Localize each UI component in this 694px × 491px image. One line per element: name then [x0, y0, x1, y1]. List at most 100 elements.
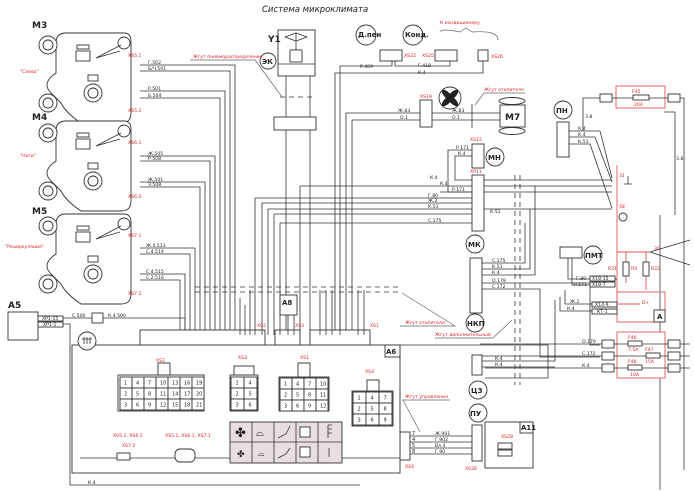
pin-number: 6: [249, 403, 252, 409]
cz-label: ЦЗ: [471, 387, 482, 395]
terminal-30: 30: [654, 246, 660, 252]
legend-xs52-xs62: XS5.2, XS6.2: [113, 433, 143, 439]
nkp-group: С.175 К.51 К.4 О.179 С.172 НКП Жгут отоп…: [400, 186, 600, 358]
pin-number: 13: [172, 381, 178, 387]
a5-label: A5: [8, 301, 21, 311]
pin-number: 11: [320, 393, 326, 399]
pin-cell: [378, 413, 393, 426]
wire-label: С.4.514: [146, 249, 164, 255]
wire-label: Б.504: [148, 93, 161, 99]
motor-m4: M4 "Ноги" XS6.1 XS6.2: [20, 113, 141, 212]
harness-label-to-ac: К кондиционеру: [440, 20, 480, 26]
wire-label: К.4: [88, 480, 96, 486]
pn-label: ПН: [556, 107, 568, 115]
wire-label: Р.171: [456, 145, 469, 151]
m4-damper-label: "Ноги": [20, 153, 36, 159]
pin-label: 7: [412, 431, 415, 437]
lamp-icon: [618, 212, 628, 222]
pin-number: 11: [160, 392, 166, 398]
round-connector-icon: [174, 448, 196, 463]
xs3-label: XS3: [238, 355, 247, 361]
ek-circle: [259, 52, 277, 70]
pin-number: 9: [308, 404, 311, 410]
xs71-label: XS7.1: [128, 233, 141, 239]
nkp-label: НКП: [467, 320, 485, 328]
wire-label: Ж.501: [148, 177, 163, 183]
wire-label: Ж.4.513: [146, 243, 166, 249]
fuse-f48-label: F48: [628, 359, 637, 365]
m3-damper-label: "Слева": [20, 69, 39, 75]
terminal-dplus: D+: [642, 300, 650, 306]
wire-label: Г.90: [435, 449, 445, 455]
fan-m7-group: XS19 Ж.83 О.1 Ж.83 О.1 M7 Жгут отопителя: [345, 86, 526, 335]
xs51-label: XS5.1: [128, 53, 141, 59]
fuse-f45-label: F45: [632, 89, 641, 95]
harness-label-additional: Жгут дополнительный: [435, 331, 491, 338]
terminal-58: 58: [619, 204, 625, 210]
wire-label: К.51: [492, 264, 503, 270]
pin-number: 8: [148, 392, 151, 398]
harness-label-heater-2: Жгут отопителя: [405, 320, 445, 326]
mn-mk-column: XS12 МН Р.171 К.4 XP11 МК К.4 К.4 Р.171 …: [195, 137, 612, 385]
pu-label: ПУ: [470, 410, 482, 418]
wire-label: К.4: [582, 363, 590, 369]
wire-label: Ж.505: [148, 151, 163, 157]
wire-label: С.175: [428, 218, 442, 224]
pin-number: 20: [196, 392, 202, 398]
wire-label: К.4: [567, 306, 575, 312]
wire-label: К.4: [492, 270, 500, 276]
xs12-label: XS12: [470, 137, 482, 143]
a-label: A: [657, 313, 663, 321]
fuse-block: О.179 С.172 К.4 F46 7.5A F47 F48 15A 10A: [480, 331, 690, 379]
wire-label: К.51: [578, 139, 589, 145]
wire-label: К.4: [430, 175, 438, 181]
pin-number: 9: [384, 418, 387, 424]
xs28-label-inner: XS28: [501, 434, 513, 440]
pin-number: 12: [160, 403, 166, 409]
pin-number: 16: [184, 381, 190, 387]
temperature-icon: [327, 424, 332, 457]
wire-label: Г.902: [435, 437, 448, 443]
wire-label: О.1: [400, 115, 408, 121]
m3-label: M3: [32, 21, 47, 31]
pn-group: ПН К.4 К.4 К.51 З.8 F45 20A З.8: [553, 85, 685, 470]
pin-cell: [243, 398, 258, 411]
pin-number: 18: [184, 403, 190, 409]
kond-label: Конд.: [405, 31, 429, 39]
pin-number: 7: [148, 381, 151, 387]
wire-label: Р.508: [148, 156, 161, 162]
wire-label: О.1: [452, 115, 460, 121]
harness-label-heater: Жгут отопителя: [484, 87, 524, 93]
wire-label: С.172: [582, 351, 596, 357]
fan-icon: [438, 86, 462, 110]
pin-label: 4: [412, 437, 415, 443]
m5-label: M5: [32, 207, 47, 217]
wire-label: К.4: [495, 362, 503, 368]
symbol-panel: ✤ ✤ ⌓ ⌓: [229, 421, 343, 464]
terminal-31: 31: [619, 173, 625, 179]
pin-number: 2: [358, 407, 361, 413]
fuse-f48-rating: 10A: [630, 372, 640, 378]
pin-number: 1: [124, 381, 127, 387]
fuse-f47-label: F47: [645, 347, 654, 353]
wire-label: Г.418: [418, 63, 431, 69]
xp115-label: XP1-15: [42, 316, 58, 322]
ek-label: ЭК: [262, 58, 273, 66]
wire-label: Ж.83: [398, 108, 410, 114]
pin-number: 3: [236, 403, 239, 409]
xs2-harness-label: XS2: [257, 323, 266, 329]
xs52-label: XS5.2: [128, 108, 141, 114]
fuse-f47-rating: 15A: [645, 359, 655, 365]
pin-number: 14: [172, 392, 178, 398]
resistor-r22: R22: [651, 266, 660, 272]
wire-label: С.175: [492, 258, 506, 264]
pin-number: 5: [249, 392, 252, 398]
wire-label: З.508: [148, 182, 161, 188]
pin-number: 2: [284, 393, 287, 399]
wire-label: Вл.4: [435, 443, 446, 449]
wire-label: Ж.83: [452, 108, 464, 114]
airflow-icon: [277, 425, 291, 459]
